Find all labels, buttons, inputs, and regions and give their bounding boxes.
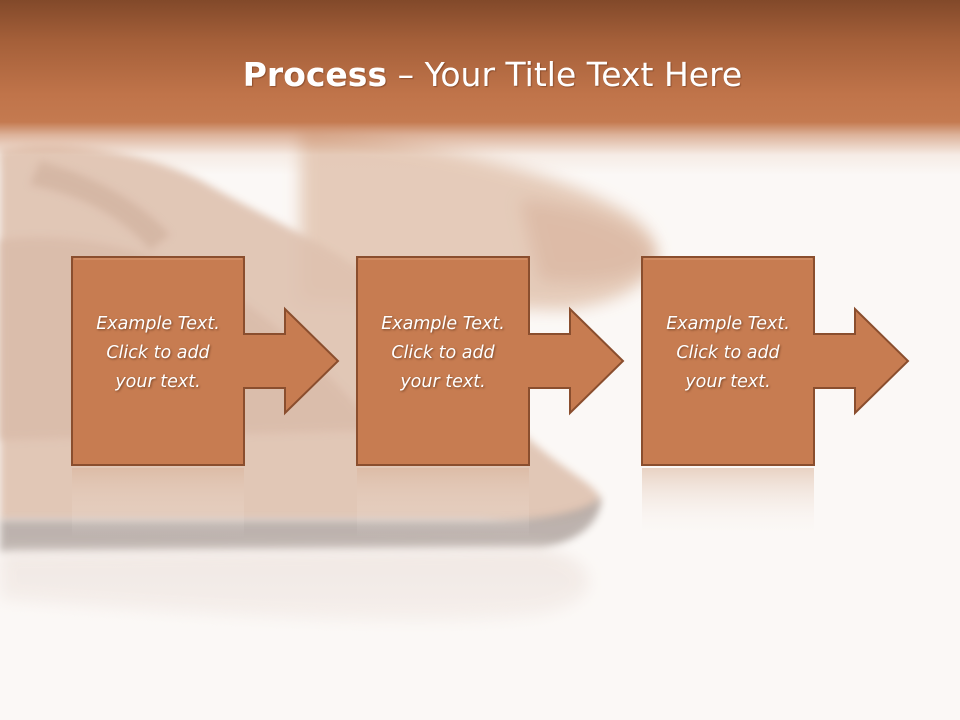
step-1-line-1: Example Text. [96,314,220,334]
step-2-line-1: Example Text. [381,314,505,334]
step-2-text[interactable]: Example Text. Click to add your text. [357,310,529,397]
process-step-2[interactable] [356,256,625,466]
step-2-line-2: Click to add [391,343,495,363]
step-3-text[interactable]: Example Text. Click to add your text. [642,310,814,397]
title-regular-text: Your Title Text Here [424,55,743,94]
step-1-arrow-shape [71,256,340,466]
title-band [0,0,960,175]
title-bold-text: Process [242,55,388,94]
process-step-1[interactable] [71,256,340,466]
step-3-line-1: Example Text. [666,314,790,334]
step-1-line-3: your text. [115,372,201,392]
step-1-text[interactable]: Example Text. Click to add your text. [72,310,244,397]
step-2-arrow-shape [356,256,625,466]
slide-title[interactable]: Process – Your Title Text Here [0,52,960,98]
step-1-line-2: Click to add [106,343,210,363]
step-reflections [72,468,814,538]
title-dash: – [397,55,415,94]
step-3-line-3: your text. [685,372,771,392]
step-2-line-3: your text. [400,372,486,392]
step-3-line-2: Click to add [676,343,780,363]
process-step-3[interactable] [641,256,910,466]
step-3-arrow-shape [641,256,910,466]
